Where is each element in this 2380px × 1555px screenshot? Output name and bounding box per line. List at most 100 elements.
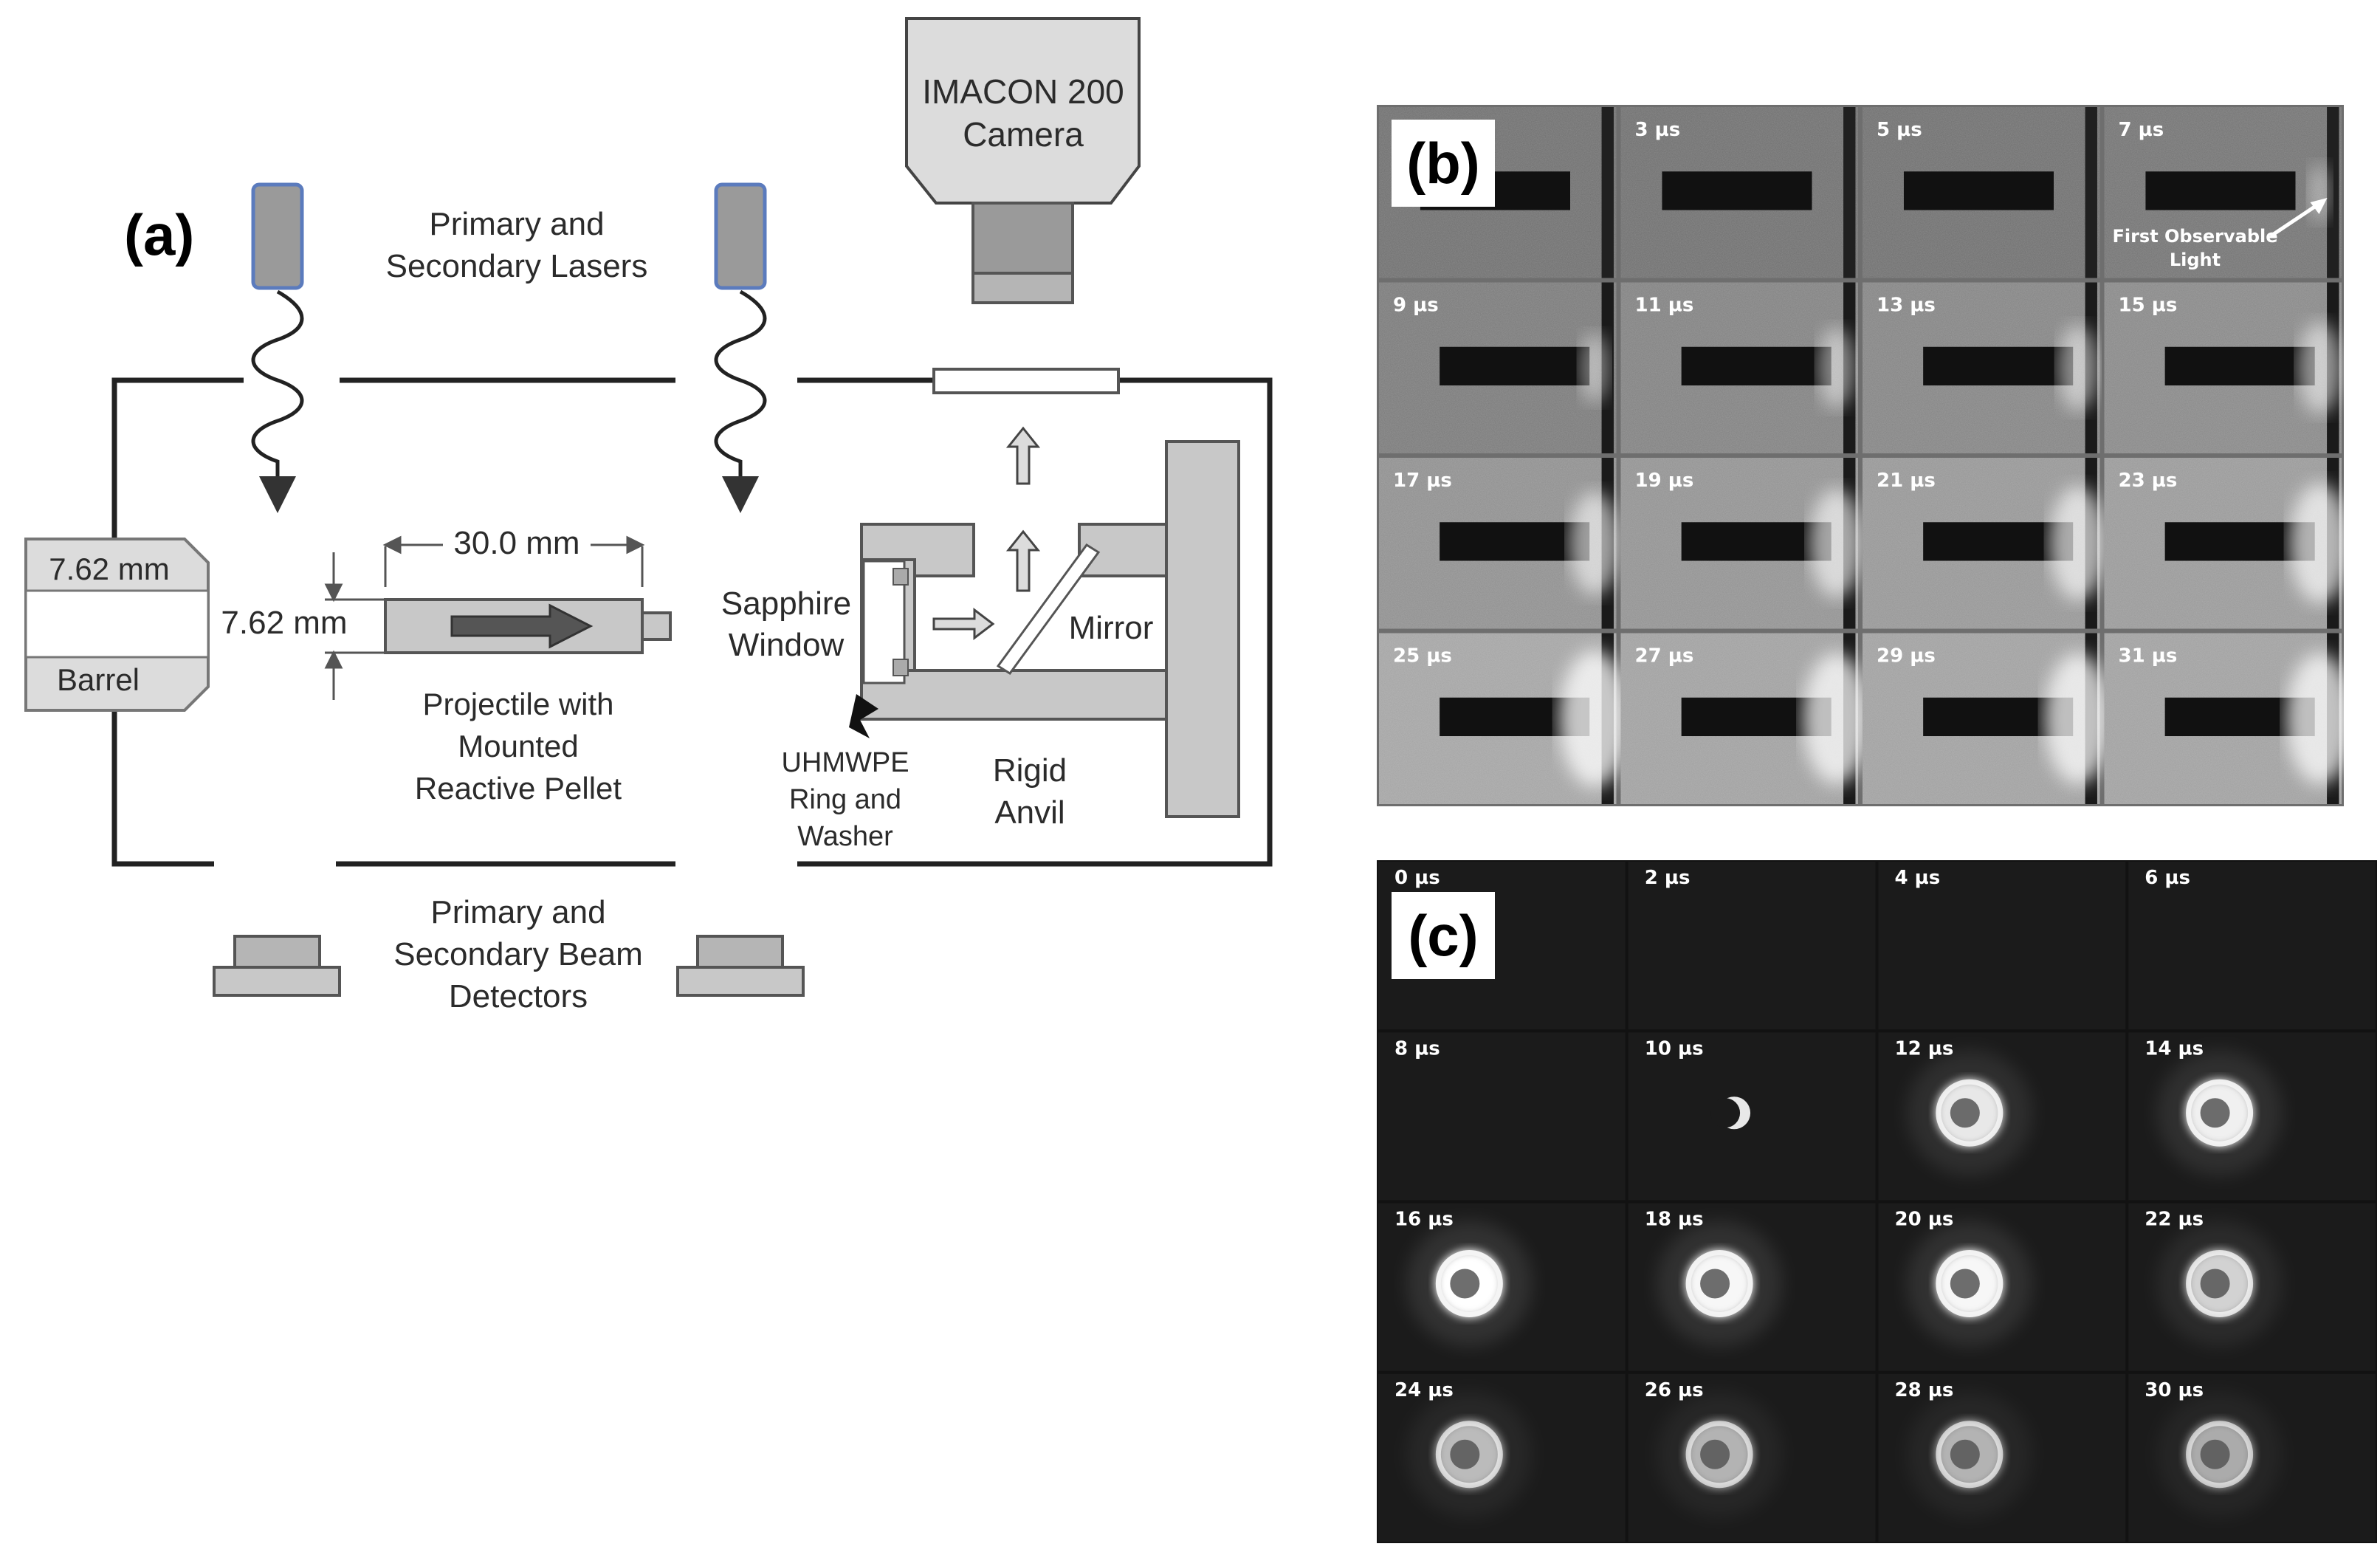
projectile-silhouette (2145, 171, 2296, 210)
frame-time-label: 12 µs (1895, 1037, 1954, 1060)
frame-time-label: 26 µs (1645, 1379, 1704, 1401)
light-flash (1579, 333, 1609, 403)
frame-time-label: 9 µs (1393, 295, 1439, 317)
core (1950, 1439, 1980, 1469)
frame-time-label: 5 µs (1877, 119, 1922, 141)
mirror-label: Mirror (1069, 610, 1154, 646)
detectors-label-line2: Secondary Beam (393, 936, 643, 972)
projectile-length-dimension (382, 535, 645, 587)
panel-b-frame: 31 µs (2104, 633, 2353, 804)
ring-outline (1685, 1421, 1753, 1489)
core (1700, 1439, 1730, 1469)
frame-time-label: 31 µs (2119, 645, 2178, 667)
panel-b-side-view-frames: 3 µs 5 µs 7 µs 9 µs 11 µs 13 µs 15 µs 17 µs 19 µ… (1377, 105, 2353, 806)
ring-outline (1936, 1250, 2004, 1317)
panel-c-frame: 30 µs (2128, 1373, 2376, 1542)
anvil-face (1843, 107, 1856, 278)
light-flash (2286, 653, 2353, 785)
core (1450, 1269, 1480, 1299)
first-light-label-line2: Light (2170, 250, 2221, 270)
light-flash (2049, 486, 2107, 601)
projectile-silhouette (1903, 171, 2054, 210)
ring-outline (2186, 1079, 2254, 1147)
panel-b-frame: 23 µs (2104, 458, 2350, 629)
panel-b-tag: (b) (1406, 131, 1480, 196)
primary-beam-detector (213, 935, 341, 997)
frame-time-label: 13 µs (1877, 295, 1936, 317)
panel-b-frame: 7 µs (2104, 107, 2342, 278)
frame-time-label: 16 µs (1394, 1209, 1454, 1231)
projectile-silhouette (1681, 346, 1832, 385)
projectile-silhouette (1923, 522, 2074, 561)
panel-c-frame: 6 µs (2128, 862, 2376, 1030)
frame-background (1628, 1032, 1876, 1201)
frame-time-label: 10 µs (1645, 1037, 1704, 1060)
panel-c-frame: 20 µs (1878, 1203, 2126, 1371)
panel-a-experimental-setup: (a) IMACON 200 Camera Primary and (24, 17, 1273, 1015)
anvil-label-line2: Anvil (994, 794, 1065, 831)
projectile-height-label: 7.62 mm (221, 605, 347, 641)
detectors-label-line3: Detectors (449, 978, 588, 1015)
projectile-silhouette (2164, 346, 2315, 385)
anvil-face (2085, 107, 2097, 278)
light-flash (2057, 324, 2098, 411)
panel-c-frame: 10 µs (1628, 1032, 1876, 1201)
sapphire-label-line1: Sapphire (721, 586, 851, 622)
frame-time-label: 18 µs (1645, 1209, 1704, 1231)
panel-c-frame: 26 µs (1628, 1373, 1876, 1542)
frame-time-label: 15 µs (2119, 295, 2178, 317)
ring-outline (2186, 1421, 2254, 1489)
panel-c-frame: 8 µs (1378, 1032, 1626, 1201)
panel-c-frame: 18 µs (1628, 1203, 1876, 1371)
mirror-element (996, 543, 1101, 676)
primary-laser (251, 182, 304, 513)
panel-b-frame: 11 µs (1620, 282, 1858, 453)
core (1700, 1269, 1730, 1299)
panel-c-frame: 28 µs (1878, 1373, 2126, 1542)
ring-outline (1685, 1250, 1753, 1317)
frame-time-label: 24 µs (1394, 1379, 1454, 1401)
ring-outline (1936, 1079, 2004, 1147)
projectile-length-label: 30.0 mm (453, 525, 579, 561)
detectors-label-line1: Primary and (430, 894, 605, 930)
core (1950, 1269, 1980, 1299)
barrel-label: Barrel (57, 662, 140, 697)
frame-time-label: 28 µs (1895, 1379, 1954, 1401)
ring-outline (1435, 1421, 1503, 1489)
target-assembly (849, 440, 1240, 818)
panel-c-frame: 2 µs (1628, 862, 1876, 1030)
panel-b-frame: 19 µs (1620, 458, 1863, 629)
projectile-height-dimension (324, 552, 480, 700)
panel-b-tag-box (1392, 120, 1495, 207)
frame-time-label: 17 µs (1393, 470, 1452, 492)
panel-a-tag: (a) (124, 202, 194, 267)
light-flash (2298, 322, 2342, 414)
frame-time-label: 14 µs (2145, 1037, 2204, 1060)
panel-c-frame: 4 µs (1878, 862, 2126, 1030)
panel-c-tag-box (1392, 892, 1495, 979)
frame-time-label: 30 µs (2145, 1379, 2204, 1401)
barrel: 7.62 mm Barrel (24, 538, 210, 712)
frame-time-label: 23 µs (2119, 470, 2178, 492)
anvil-face (2327, 107, 2339, 278)
secondary-beam-detector (676, 935, 805, 997)
frame-time-label: 29 µs (1877, 645, 1936, 667)
projectile-silhouette (1440, 522, 1590, 561)
panel-b-frame: 13 µs (1863, 282, 2100, 453)
panel-b-frame: 3 µs (1620, 107, 1858, 278)
lasers-label-line2: Secondary Lasers (386, 248, 648, 284)
rigid-anvil-block (1165, 440, 1240, 818)
light-flash (1817, 327, 1854, 408)
frame-time-label: 4 µs (1895, 867, 1941, 889)
light-path-arrows (932, 426, 1041, 641)
frame-time-label: 7 µs (2119, 119, 2164, 141)
frame-time-label: 20 µs (1895, 1209, 1954, 1231)
projectile (384, 598, 672, 654)
panel-c-frame: 16 µs (1378, 1203, 1626, 1371)
projectile-silhouette (1681, 522, 1832, 561)
barrel-dimension-label: 7.62 mm (49, 552, 169, 586)
frame-time-label: 11 µs (1635, 295, 1694, 317)
frame-background (1628, 862, 1876, 1030)
